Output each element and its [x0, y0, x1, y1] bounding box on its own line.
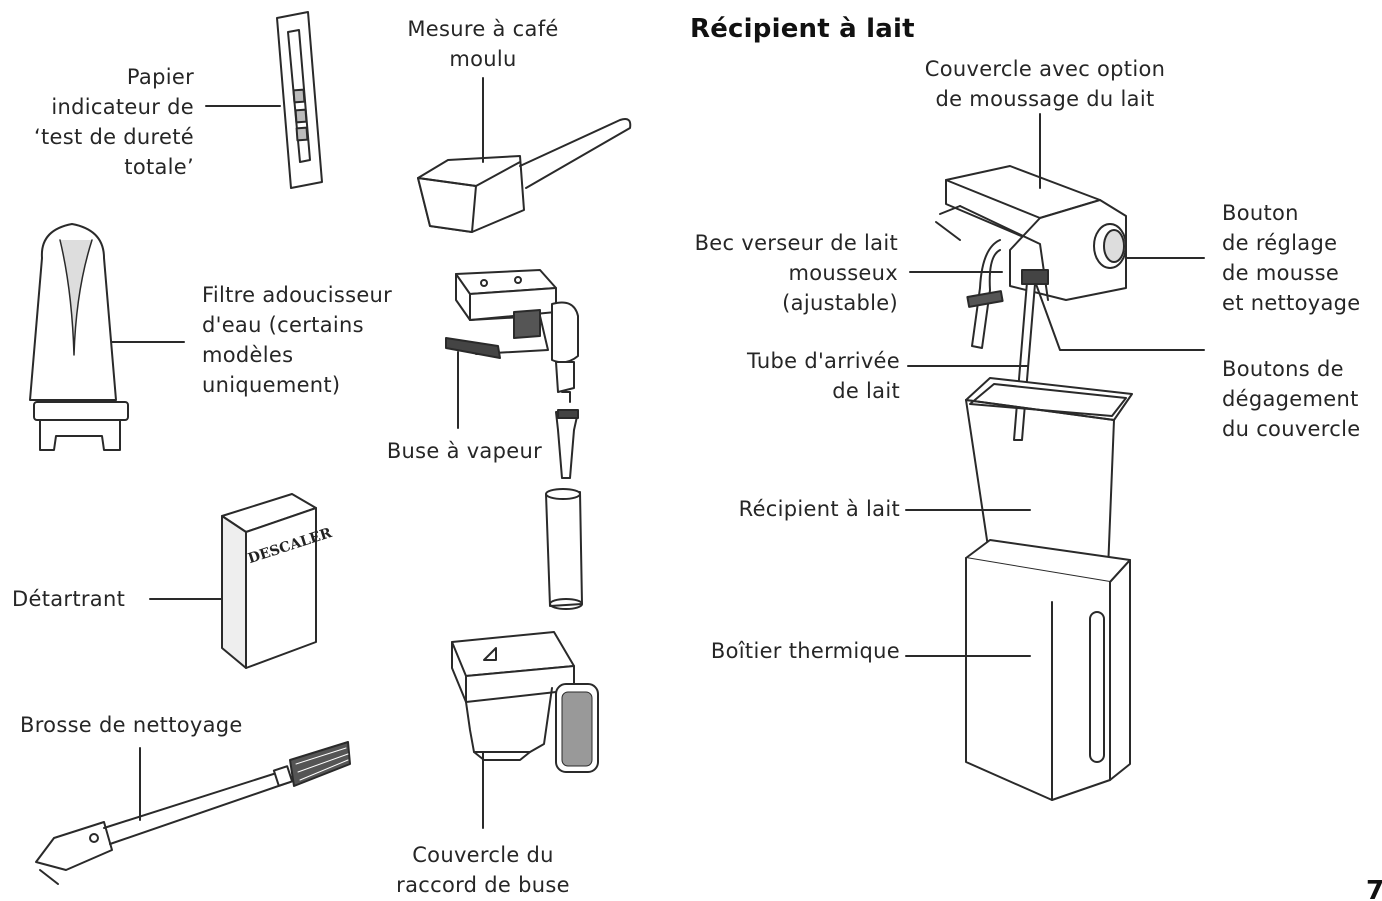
nozzle-cover-illustration [451, 631, 599, 773]
section-title: Récipient à lait [690, 14, 915, 44]
label-tube-arrivee: Tube d'arrivée de lait [746, 349, 900, 403]
leader-boutons-degagement [1035, 283, 1205, 351]
label-filtre-adoucisseur: Filtre adoucisseur d'eau (certains modèl… [202, 283, 393, 397]
label-mesure-cafe: Mesure à café moulu [407, 17, 559, 71]
steam-wand-illustration [445, 269, 583, 610]
test-strip-illustration [276, 11, 323, 189]
label-couvercle-raccord: Couvercle du raccord de buse [396, 843, 570, 897]
water-filter-illustration [29, 223, 129, 451]
label-papier-indicateur: Papier indicateur de ‘test de dureté tot… [34, 65, 194, 179]
descaler-box-illustration [221, 493, 317, 669]
label-recipient-lait: Récipient à lait [738, 497, 900, 521]
label-boutons-degagement: Boutons de dégagement du couvercle [1222, 357, 1361, 441]
label-bec-verseur: Bec verseur de lait mousseux (ajustable) [694, 231, 898, 315]
label-brosse-nettoyage: Brosse de nettoyage [20, 713, 243, 737]
label-bouton-reglage: Bouton de réglage de mousse et nettoyage [1222, 201, 1361, 315]
milk-container-illustration [935, 165, 1133, 801]
label-detartrant: Détartrant [12, 587, 126, 611]
cleaning-brush-illustration [35, 741, 351, 885]
label-buse-vapeur: Buse à vapeur [386, 439, 542, 463]
label-boitier-thermique: Boîtier thermique [710, 639, 900, 663]
label-couvercle-option: Couvercle avec option de moussage du lai… [924, 57, 1166, 111]
page-number: 7 [1366, 876, 1382, 901]
coffee-scoop-illustration [417, 118, 632, 233]
